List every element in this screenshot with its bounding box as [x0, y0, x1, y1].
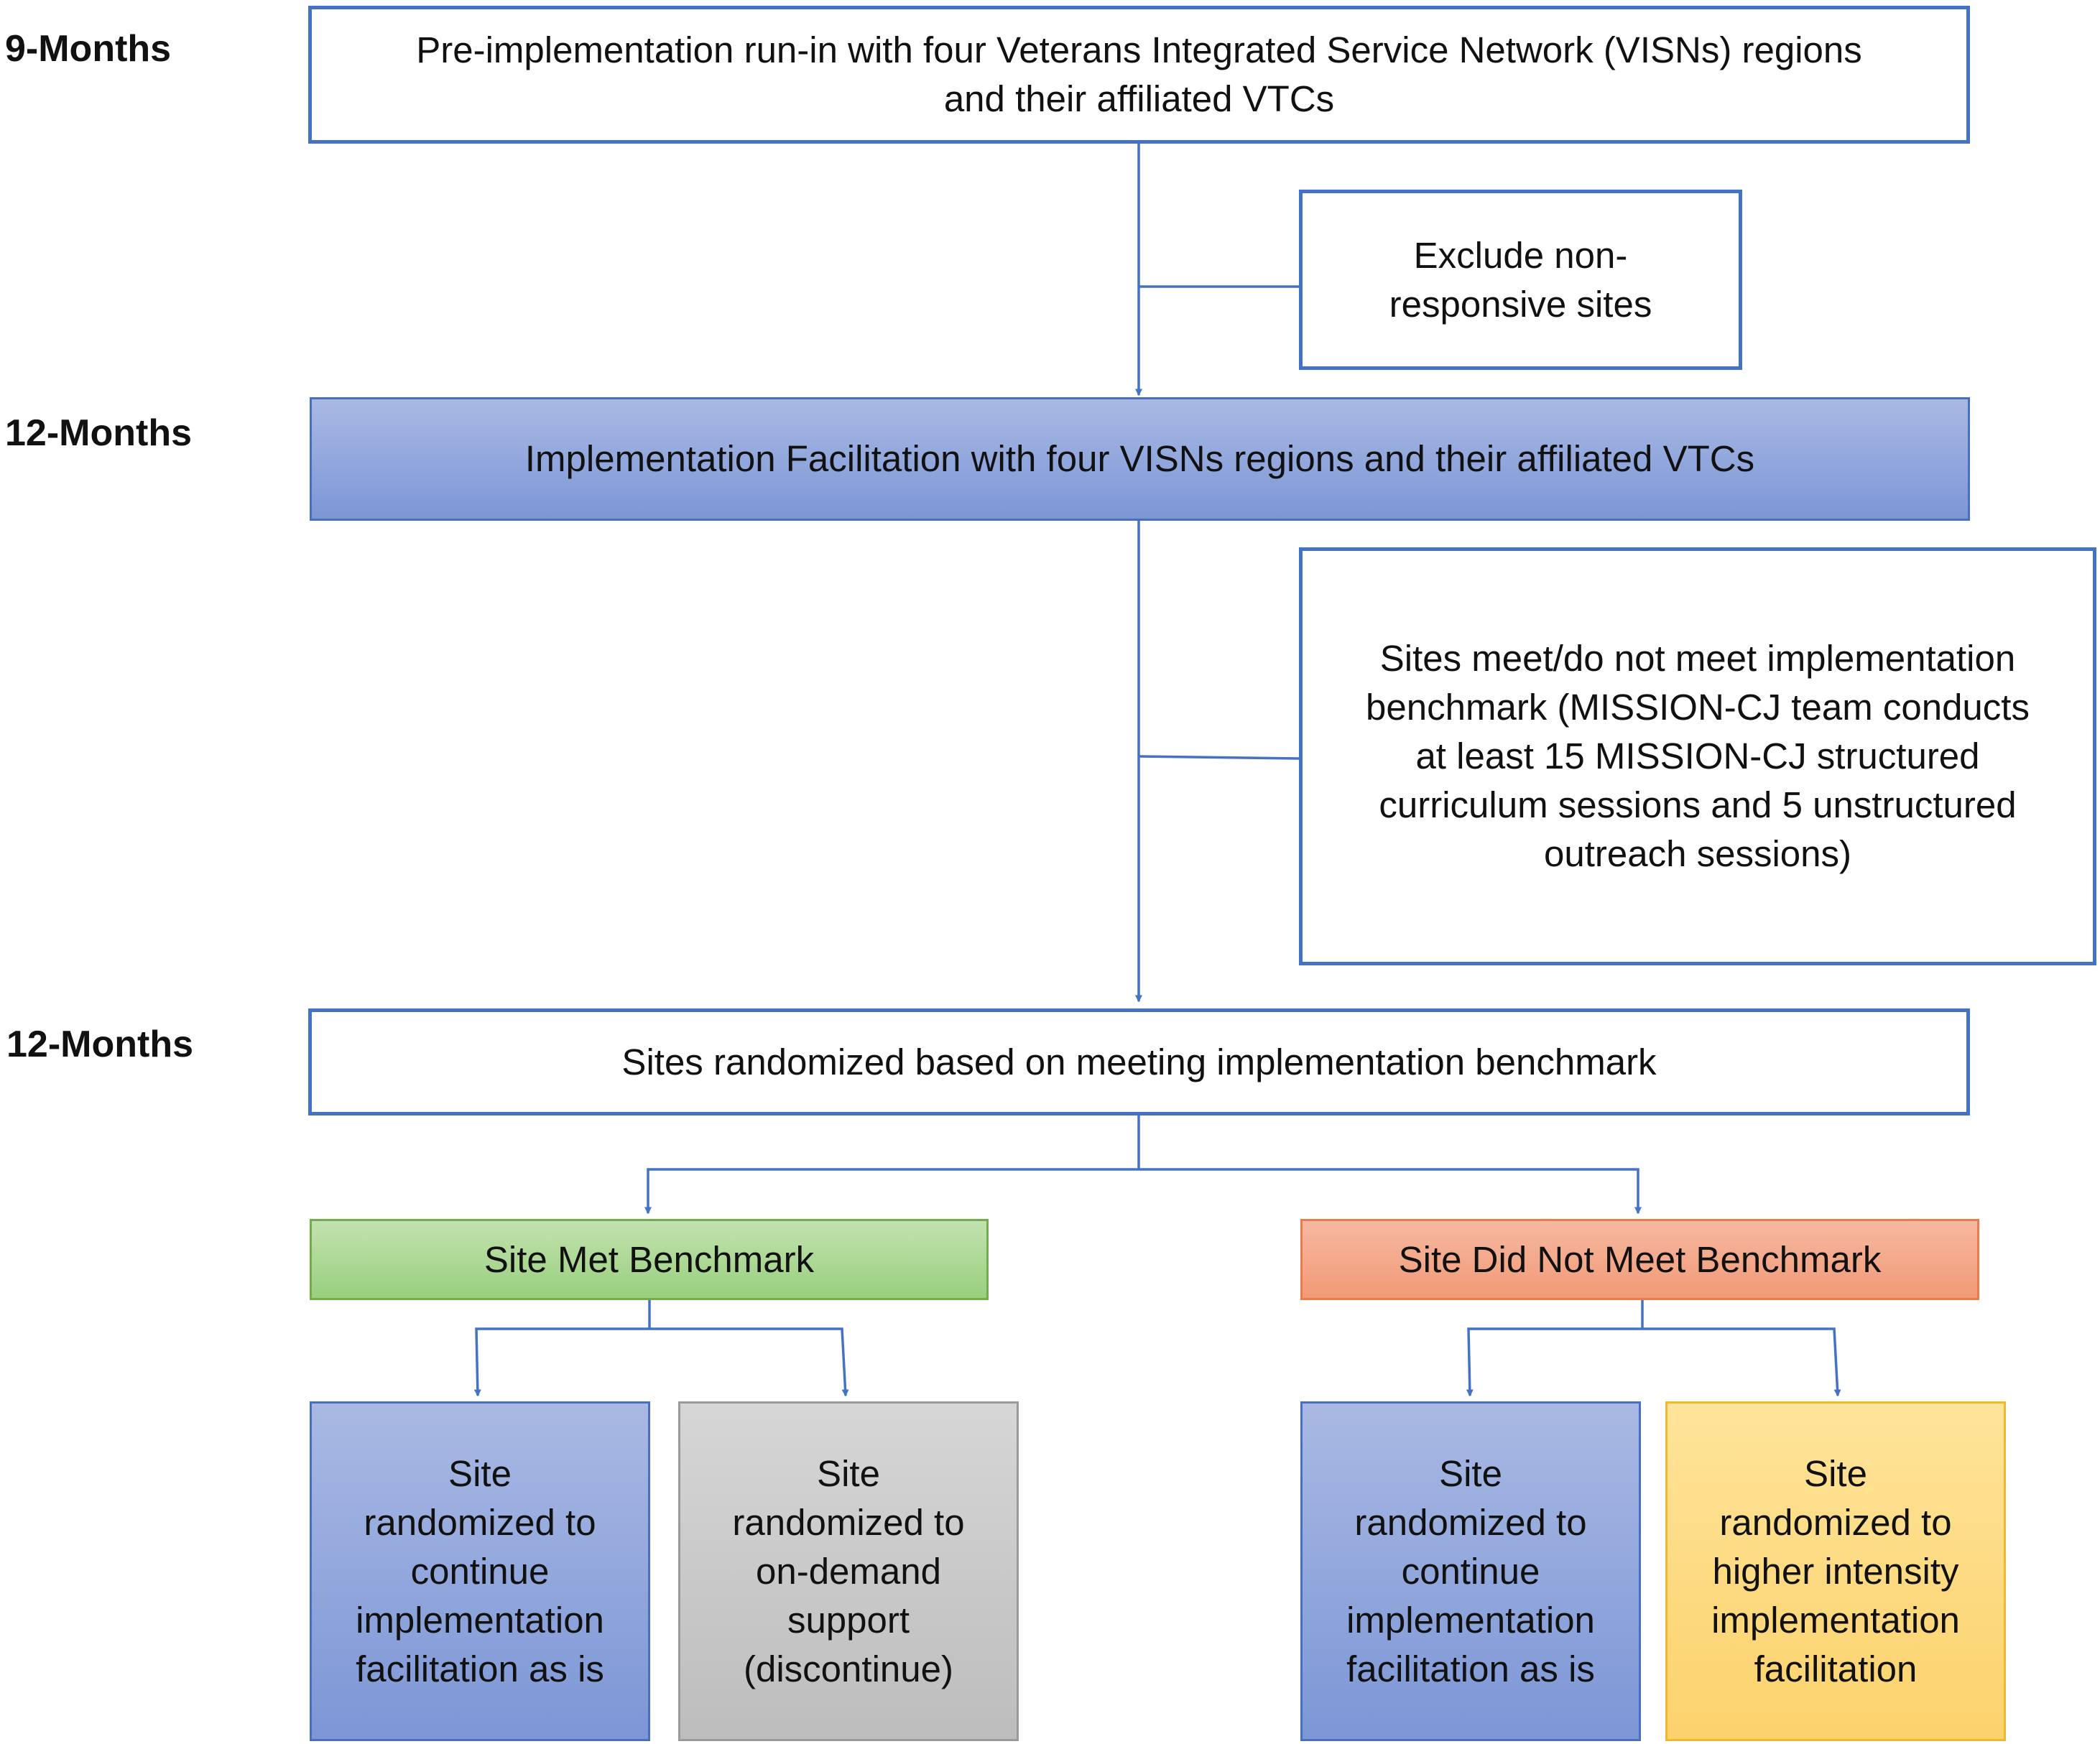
met-continue-box: Site randomized to continue implementati… [310, 1401, 650, 1741]
connector-to-not-met [1139, 1168, 1642, 1215]
not-met-continue-box: Site randomized to continue implementati… [1300, 1401, 1641, 1741]
connector-met-to-on-demand [649, 1327, 849, 1397]
phase-label-9-months: 9-Months [5, 28, 172, 70]
connector-not-met-to-continue [1466, 1327, 1642, 1397]
connector-to-met [644, 1168, 1139, 1215]
phase-label-12-months-randomization: 12-Months [6, 1024, 193, 1065]
connector-not-met-to-higher [1642, 1327, 1841, 1397]
met-on-demand-box: Site randomized to on-demand support (di… [678, 1401, 1019, 1741]
exclude-box: Exclude non- responsive sites [1299, 190, 1742, 370]
connector-to-benchmark-criteria [1138, 755, 1300, 760]
benchmark-criteria-box: Sites meet/do not meet implementation be… [1299, 547, 2096, 965]
met-benchmark-box: Site Met Benchmark [310, 1219, 989, 1300]
not-met-higher-intensity-box: Site randomized to higher intensity impl… [1665, 1401, 2006, 1741]
connector-met-to-continue [473, 1327, 649, 1397]
phase-label-12-months-implementation: 12-Months [5, 412, 192, 454]
run-in-box: Pre-implementation run-in with four Vete… [308, 6, 1970, 144]
not-met-benchmark-box: Site Did Not Meet Benchmark [1300, 1219, 1979, 1300]
facilitation-box: Implementation Facilitation with four VI… [310, 397, 1970, 521]
randomized-box: Sites randomized based on meeting implem… [308, 1008, 1970, 1115]
